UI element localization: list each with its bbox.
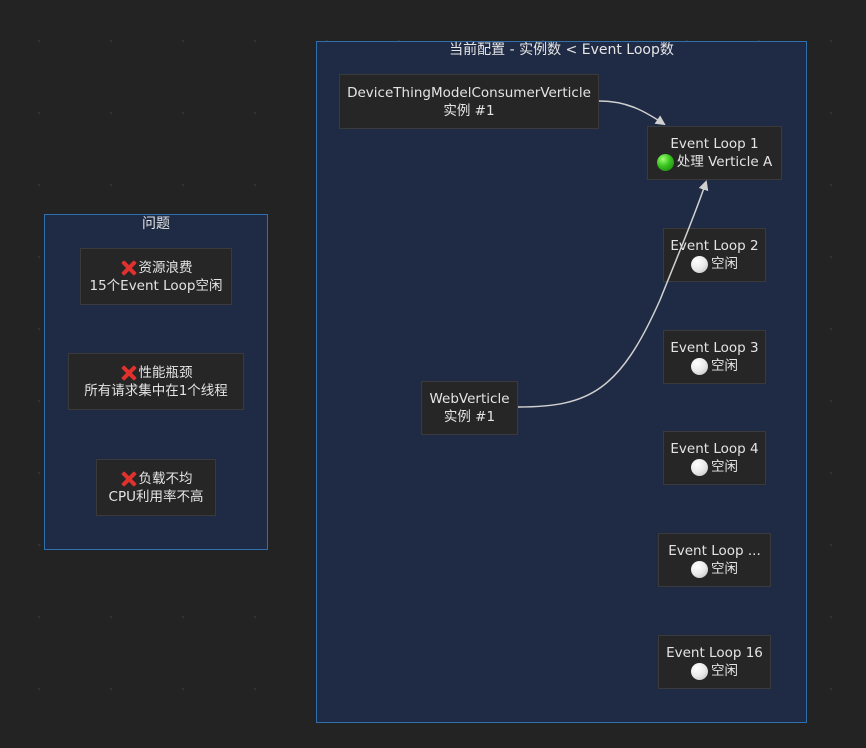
event-loop-status: 空闲 [711, 358, 738, 374]
verticle-node-web[interactable]: WebVerticle 实例 #1 [421, 381, 518, 435]
event-loop-name: Event Loop 4 [670, 441, 759, 457]
white-circle-icon [691, 458, 708, 476]
white-circle-icon [691, 357, 708, 375]
event-loop-name: Event Loop 3 [670, 340, 759, 356]
verticle-instance: 实例 #1 [443, 102, 495, 119]
event-loop-name: Event Loop 2 [670, 238, 759, 254]
white-circle-icon [691, 560, 708, 578]
event-loop-status: 处理 Verticle A [676, 154, 773, 170]
event-loop-name: Event Loop 1 [670, 136, 759, 152]
event-loop-node-2[interactable]: Event Loop 2 空闲 [663, 228, 766, 282]
white-circle-icon [691, 255, 708, 273]
edge-device-verticle-to-event-loop-1 [598, 100, 666, 126]
verticle-instance: 实例 #1 [443, 409, 496, 425]
event-loop-node-1[interactable]: Event Loop 1 处理 Verticle A [647, 126, 782, 180]
problem-detail: 所有请求集中在1个线程 [84, 382, 228, 399]
event-loop-node-3[interactable]: Event Loop 3 空闲 [663, 330, 766, 384]
problem-title: 负载不均 [138, 470, 193, 487]
current-config-cluster-title: 当前配置 - 实例数 < Event Loop数 [449, 42, 674, 58]
problem-node-load-imbalance: 负载不均 CPU利用率不高 [96, 459, 216, 516]
edge-web-verticle-to-event-loop-1 [517, 180, 709, 408]
green-circle-icon [656, 153, 674, 171]
verticle-name: DeviceThingModelConsumerVerticle [347, 84, 591, 101]
event-loop-node-ellipsis[interactable]: Event Loop ... 空闲 [658, 533, 771, 587]
problem-node-resource-waste: 资源浪费 15个Event Loop空闲 [80, 248, 232, 305]
event-loop-name: Event Loop ... [668, 543, 761, 559]
white-circle-icon [691, 662, 708, 680]
verticle-name: WebVerticle [429, 391, 510, 407]
problem-detail: CPU利用率不高 [108, 488, 204, 505]
event-loop-node-4[interactable]: Event Loop 4 空闲 [663, 431, 766, 485]
event-loop-node-16[interactable]: Event Loop 16 空闲 [658, 635, 771, 689]
problem-node-performance-bottleneck: 性能瓶颈 所有请求集中在1个线程 [68, 353, 244, 410]
problem-title: 性能瓶颈 [138, 364, 193, 381]
problem-title: 资源浪费 [138, 259, 193, 276]
problems-cluster-title: 问题 [142, 216, 170, 232]
verticle-node-device-thing-model-consumer[interactable]: DeviceThingModelConsumerVerticle 实例 #1 [339, 74, 599, 129]
event-loop-status: 空闲 [711, 561, 738, 577]
event-loop-status: 空闲 [711, 663, 738, 679]
problem-detail: 15个Event Loop空闲 [89, 277, 223, 294]
event-loop-status: 空闲 [711, 459, 738, 475]
event-loop-name: Event Loop 16 [666, 645, 763, 661]
event-loop-status: 空闲 [711, 256, 738, 272]
